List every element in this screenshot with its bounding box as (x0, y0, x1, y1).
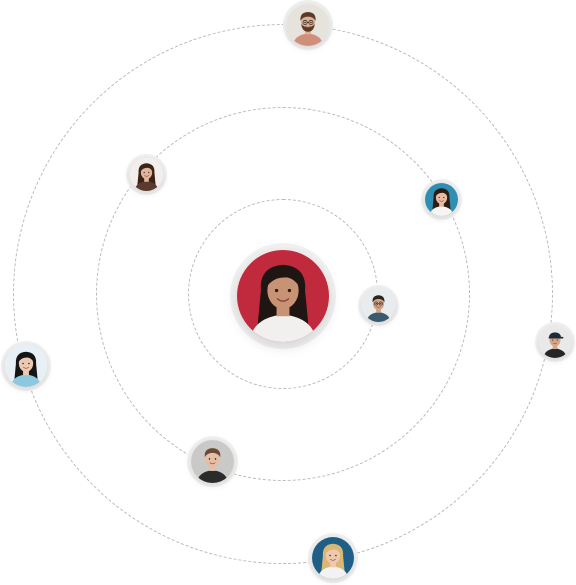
man-glasses-portrait-icon (362, 289, 395, 322)
middle-orbit-ring (96, 107, 470, 481)
orbit-user-avatar[interactable] (362, 289, 395, 322)
woman-portrait-icon (237, 250, 329, 342)
man-cap-portrait-icon (539, 326, 571, 358)
outer-orbit-ring (13, 24, 553, 564)
man-curly-hair-portrait-icon (191, 440, 234, 483)
orbit-user-avatar[interactable] (425, 183, 458, 216)
orbit-user-avatar[interactable] (312, 537, 354, 579)
woman-portrait-icon (5, 345, 47, 387)
orbit-user-avatar[interactable] (191, 440, 234, 483)
center-user-avatar[interactable] (237, 250, 329, 342)
woman-portrait-icon (425, 183, 458, 216)
orbit-user-avatar[interactable] (539, 326, 571, 358)
orbit-user-avatar[interactable] (130, 158, 163, 191)
man-beard-glasses-portrait-icon (287, 4, 329, 46)
woman-portrait-icon (130, 158, 163, 191)
orbit-user-avatar[interactable] (5, 345, 47, 387)
woman-blonde-portrait-icon (312, 537, 354, 579)
orbit-user-avatar[interactable] (287, 4, 329, 46)
